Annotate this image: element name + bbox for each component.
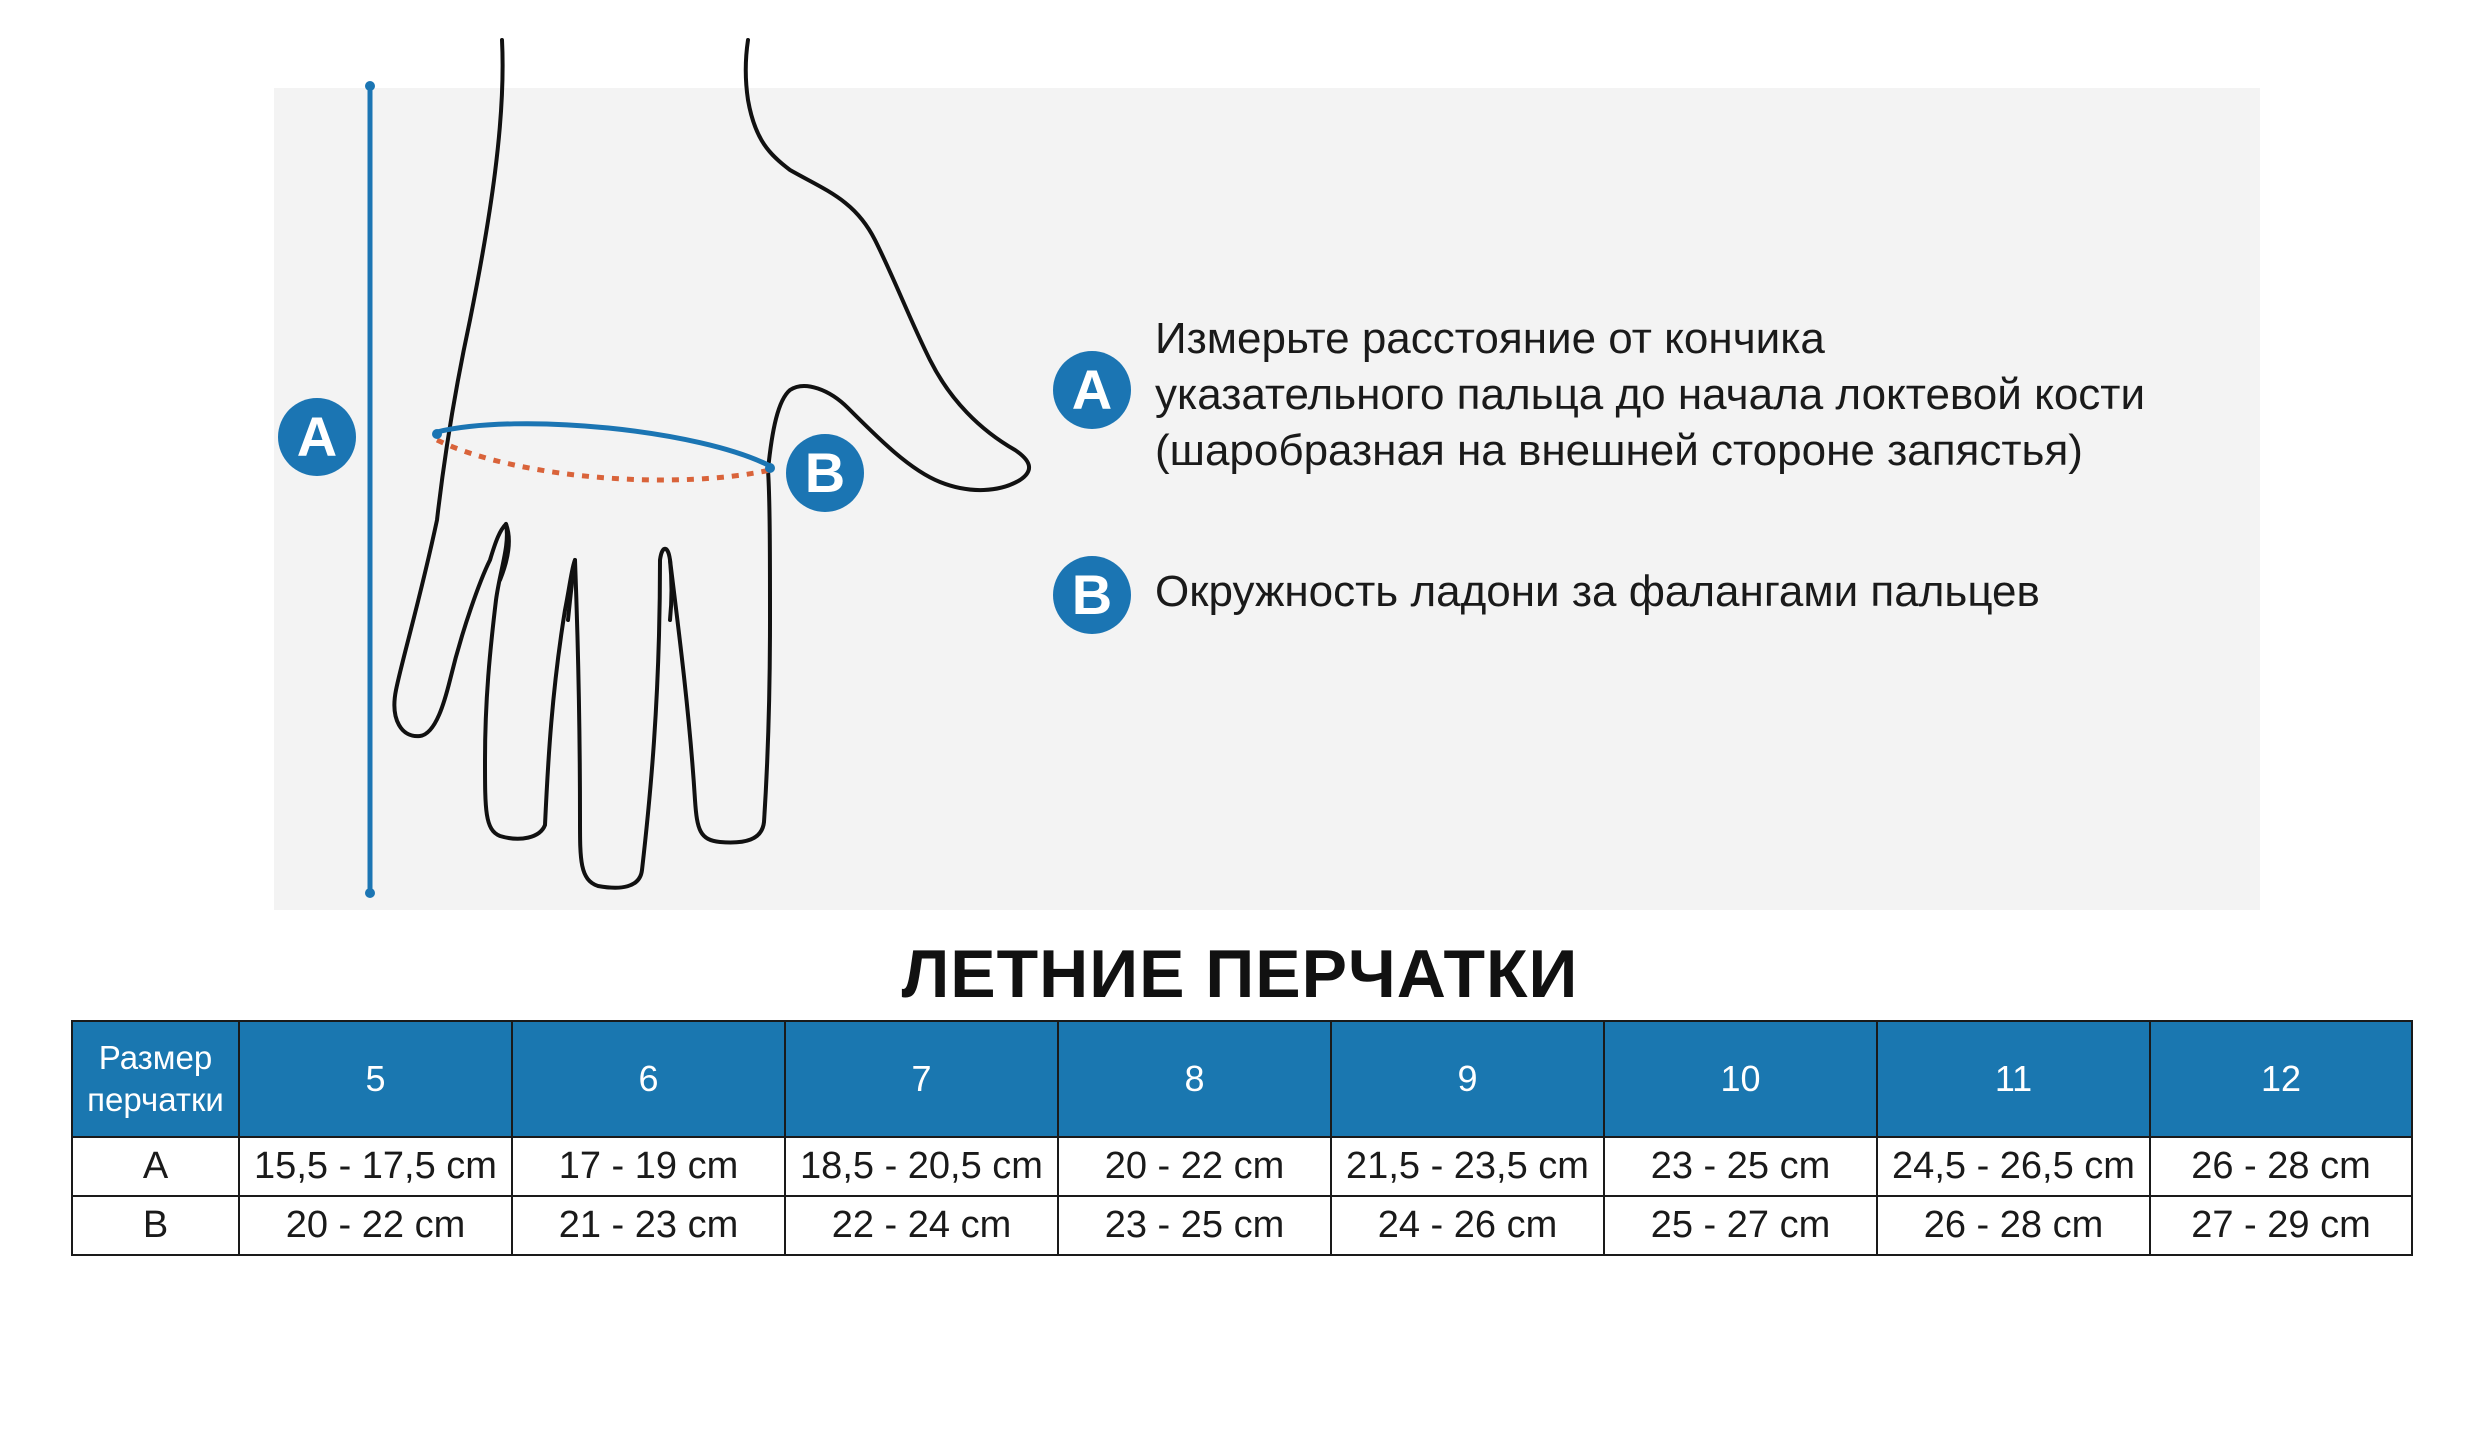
illustration-panel (274, 88, 2260, 910)
row-label-cell: B (71, 1195, 240, 1256)
table-cell: 21 - 23 cm (511, 1195, 786, 1256)
row-label-cell: A (71, 1136, 240, 1197)
size-header-cell: 12 (2149, 1020, 2413, 1138)
header-label-cell: Размер перчатки (71, 1020, 240, 1138)
table-cell: 23 - 25 cm (1057, 1195, 1332, 1256)
size-header-cell: 8 (1057, 1020, 1332, 1138)
instruction-b-text: Окружность ладони за фалангами пальцев (1155, 567, 2040, 616)
length-measure-bottom-dot (365, 888, 375, 898)
instruction-a: Измерьте расстояние от кончика указатель… (1155, 311, 2255, 479)
table-cell: 26 - 28 cm (1876, 1195, 2151, 1256)
size-header-cell: 7 (784, 1020, 1059, 1138)
instruction-b: Окружность ладони за фалангами пальцев (1155, 564, 2255, 620)
table-cell: 18,5 - 20,5 cm (784, 1136, 1059, 1197)
length-measure-top-dot (365, 81, 375, 91)
table-cell: 17 - 19 cm (511, 1136, 786, 1197)
size-header-row: Размер перчатки 5 6 7 8 9 10 11 12 (71, 1020, 2413, 1138)
hand-outline (392, 38, 1031, 890)
diagram-marker-b: B (786, 434, 864, 512)
circumference-back-arc (435, 437, 771, 483)
circumference-left-dot (432, 429, 442, 439)
table-title: ЛЕТНИЕ ПЕРЧАТКИ (901, 936, 1579, 1012)
table-cell: 25 - 27 cm (1603, 1195, 1878, 1256)
instruction-a-line-1: Измерьте расстояние от кончика (1155, 314, 1825, 363)
size-header-cell: 6 (511, 1020, 786, 1138)
instruction-marker-a: A (1053, 351, 1131, 429)
size-header-cell: 5 (238, 1020, 513, 1138)
table-cell: 20 - 22 cm (1057, 1136, 1332, 1197)
table-cell: 20 - 22 cm (238, 1195, 513, 1256)
hand-diagram (365, 38, 1031, 898)
instruction-marker-b: B (1053, 556, 1131, 634)
circumference-right-dot (765, 463, 775, 473)
size-table: Размер перчатки 5 6 7 8 9 10 11 12 A 15,… (71, 1020, 2413, 1256)
finger-crease-2 (566, 558, 577, 622)
finger-crease-1 (498, 522, 511, 582)
table-row-b: B 20 - 22 cm 21 - 23 cm 22 - 24 cm 23 - … (71, 1195, 2413, 1256)
table-cell: 21,5 - 23,5 cm (1330, 1136, 1605, 1197)
instruction-a-line-2: указательного пальца до начала локтевой … (1155, 370, 2146, 419)
header-label-line-2: перчатки (87, 1081, 224, 1118)
header-label-line-1: Размер (98, 1039, 213, 1076)
size-header-cell: 10 (1603, 1020, 1878, 1138)
finger-crease-3 (668, 558, 674, 622)
table-cell: 23 - 25 cm (1603, 1136, 1878, 1197)
table-row-a: A 15,5 - 17,5 cm 17 - 19 cm 18,5 - 20,5 … (71, 1136, 2413, 1197)
size-header-cell: 9 (1330, 1020, 1605, 1138)
circumference-front-arc (436, 421, 772, 469)
instruction-a-line-3: (шаробразная на внешней стороне запястья… (1155, 426, 2083, 475)
table-cell: 26 - 28 cm (2149, 1136, 2413, 1197)
table-cell: 27 - 29 cm (2149, 1195, 2413, 1256)
table-cell: 24 - 26 cm (1330, 1195, 1605, 1256)
diagram-marker-a: A (278, 398, 356, 476)
table-cell: 15,5 - 17,5 cm (238, 1136, 513, 1197)
table-cell: 24,5 - 26,5 cm (1876, 1136, 2151, 1197)
table-cell: 22 - 24 cm (784, 1195, 1059, 1256)
size-header-cell: 11 (1876, 1020, 2151, 1138)
